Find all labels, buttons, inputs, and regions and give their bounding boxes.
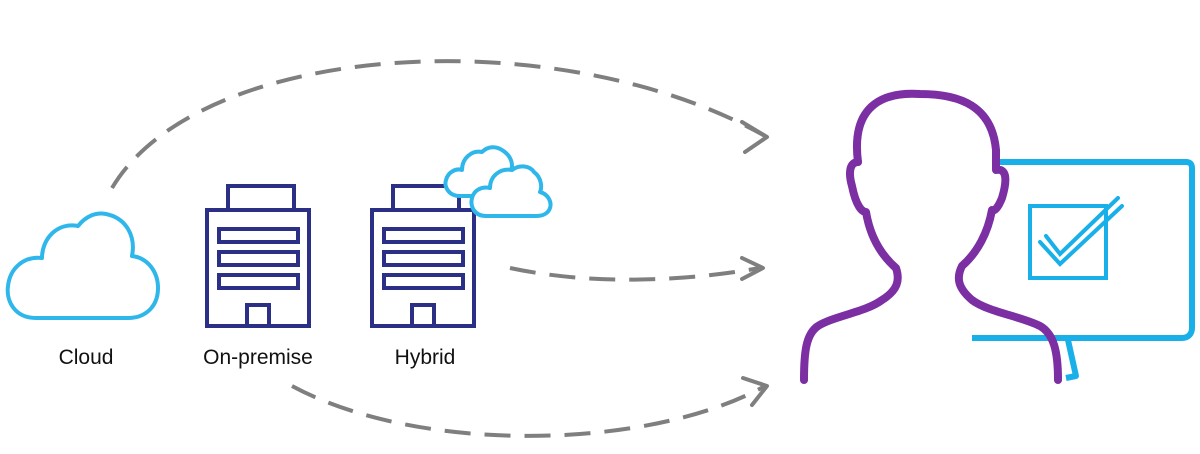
arrow-hybrid-to-user [509,266,761,282]
arrow-heads [740,120,769,407]
hybrid-label: Hybrid [394,346,456,369]
cloud-label: Cloud [58,346,114,369]
arrow-onpremise-to-user [291,384,766,438]
connector-arrows [110,59,766,438]
arrowhead-bottom [741,376,769,407]
arrow-cloud-to-user [110,59,766,190]
hybrid-clouds-icon [443,145,553,218]
building-icon [205,184,311,328]
arrowhead-middle [740,256,765,281]
cloud-icon [5,211,160,320]
arrowhead-top [740,120,769,154]
hybrid-building-icon [370,184,476,328]
user-icon [800,89,1062,384]
on-premise-label: On-premise [203,346,313,369]
checkbox-check-icon [1028,196,1124,280]
monitor-icon [972,159,1195,381]
